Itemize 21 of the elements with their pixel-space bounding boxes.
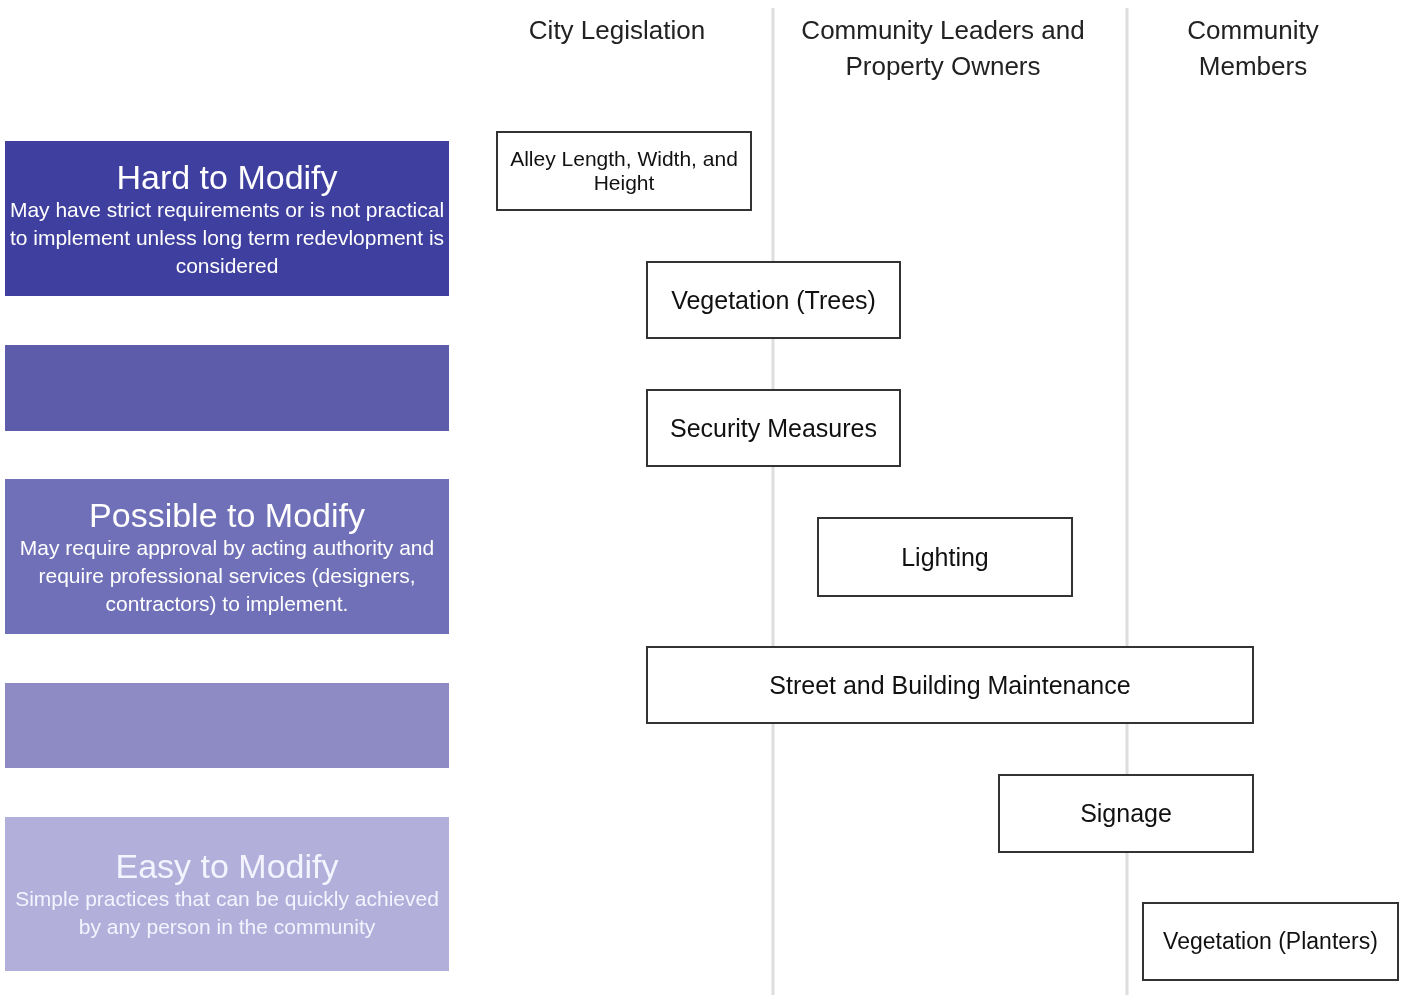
column-heading: Community Leaders and Property Owners [800,14,1086,83]
band-description: May have strict requirements or is not practical to implement unless long term redevlopment is considered [9,196,445,279]
category-band [5,479,449,634]
band-heading: Hard to Modify [116,157,338,196]
category-band [5,817,449,971]
band-heading: Easy to Modify [115,847,339,885]
column-heading: Community Members [1186,14,1320,83]
band-description: Simple practices that can be quickly achieved by any person in the community [14,886,440,940]
item-box: Alley Length, Width, and Height [496,131,752,211]
item-box: Security Measures [646,389,901,467]
column-heading: City Legislation [527,14,707,47]
band-description: May require approval by acting authority and require professional services (designers, contractors) to implement. [18,534,436,617]
item-box: Signage [998,774,1254,853]
category-band [5,345,449,431]
band-heading: Possible to Modify [89,495,365,534]
item-box: Vegetation (Trees) [646,261,901,339]
category-band [5,141,449,296]
item-box: Lighting [817,517,1073,597]
category-band [5,683,449,768]
item-box: Street and Building Maintenance [646,646,1254,724]
item-box: Vegetation (Planters) [1142,902,1399,981]
